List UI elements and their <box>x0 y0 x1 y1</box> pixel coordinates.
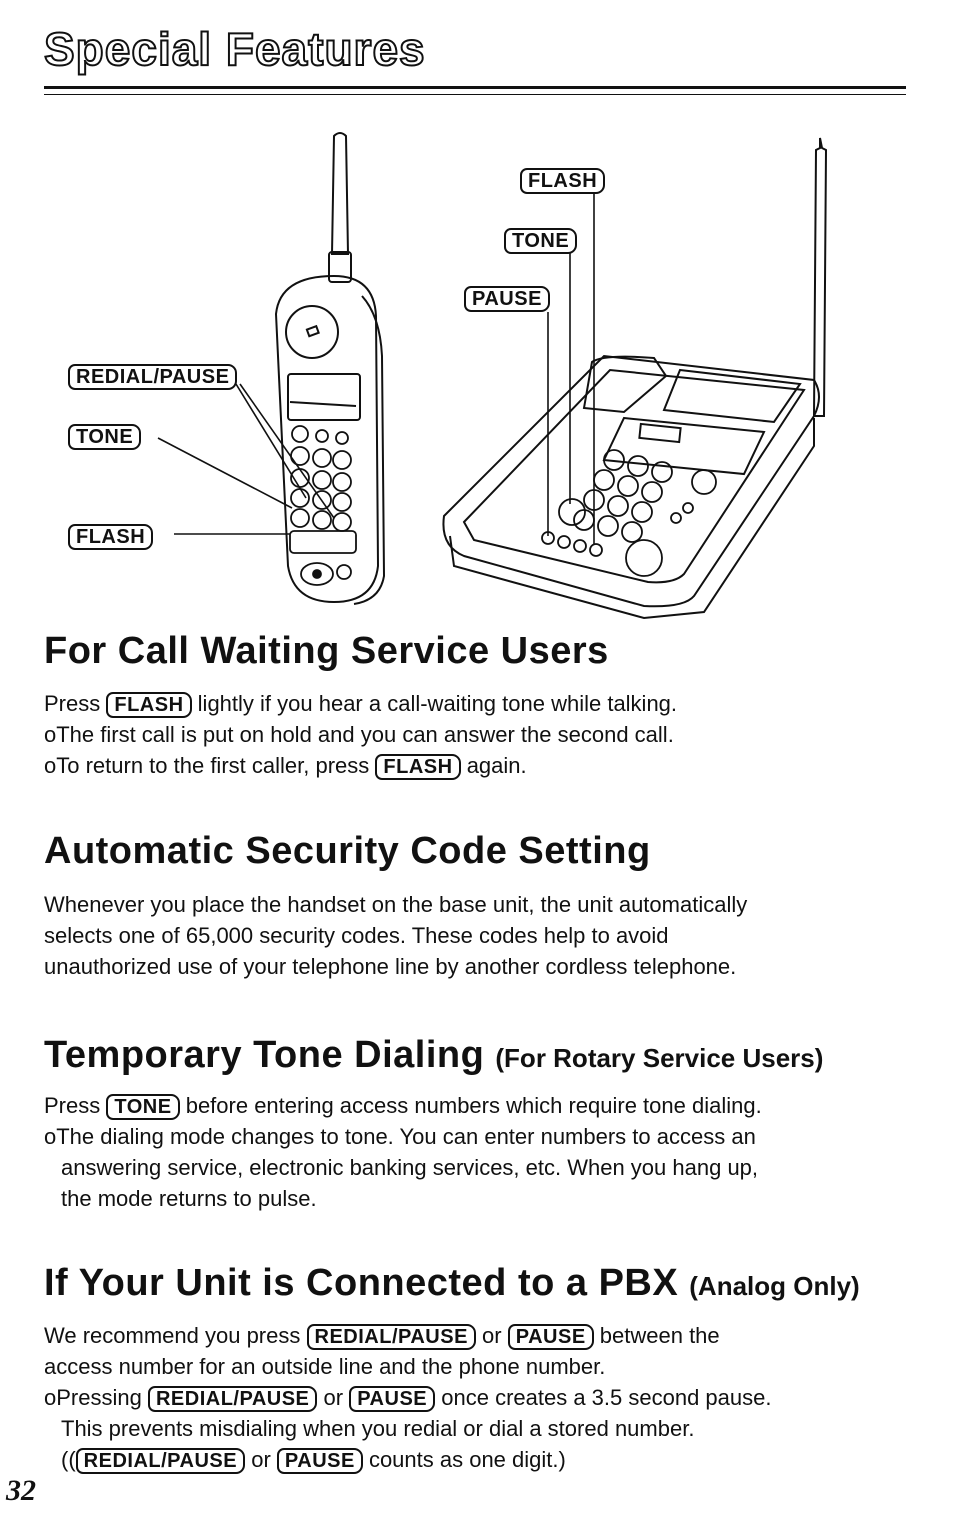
base-unit <box>442 137 828 620</box>
pbx-line-5: ((REDIAL/PAUSE or PAUSE counts as one di… <box>44 1444 914 1475</box>
handset-redial-pause-label: REDIAL/PAUSE <box>68 364 238 390</box>
text: (( <box>61 1447 76 1472</box>
title-rule <box>44 86 906 95</box>
tone-dialing-heading-sub: (For Rotary Service Users) <box>495 1043 824 1073</box>
tone-dialing-line-2: oThe dialing mode changes to tone. You c… <box>44 1124 756 1149</box>
security-line-2: selects one of 65,000 security codes. Th… <box>44 923 669 948</box>
text: before entering access numbers which req… <box>185 1093 762 1118</box>
tone-dialing-heading-main: Temporary Tone Dialing <box>44 1034 485 1076</box>
text: oPressing <box>44 1385 142 1410</box>
redial-pause-key: REDIAL/PAUSE <box>75 1448 246 1474</box>
redial-pause-key: REDIAL/PAUSE <box>147 1386 318 1412</box>
pause-key: PAUSE <box>276 1448 363 1474</box>
pbx-heading-main: If Your Unit is Connected to a PBX <box>44 1262 679 1304</box>
base-leader-lines <box>547 192 595 544</box>
call-waiting-line-2: oThe first call is put on hold and you c… <box>44 722 674 747</box>
call-waiting-body: Press FLASH lightly if you hear a call-w… <box>44 688 914 781</box>
redial-pause-key: REDIAL/PAUSE <box>306 1324 476 1350</box>
handset-leader-lines <box>157 383 335 535</box>
pbx-body: We recommend you press REDIAL/PAUSE or P… <box>44 1320 914 1475</box>
security-body: Whenever you place the handset on the ba… <box>44 889 914 982</box>
base-pause-label: PAUSE <box>464 286 550 312</box>
pbx-line-4: This prevents misdialing when you redial… <box>61 1416 695 1441</box>
text: once creates a 3.5 second pause. <box>441 1385 772 1410</box>
pbx-line-2: access number for an outside line and th… <box>44 1354 606 1379</box>
security-line-1: Whenever you place the handset on the ba… <box>44 892 748 917</box>
tone-dialing-line-1: Press TONE before entering access number… <box>44 1090 914 1121</box>
handset-tone-label: TONE <box>68 424 142 450</box>
tone-dialing-heading: Temporary Tone Dialing (For Rotary Servi… <box>44 1034 823 1077</box>
pbx-heading-sub: (Analog Only) <box>689 1271 860 1301</box>
tone-dialing-body: Press TONE before entering access number… <box>44 1090 914 1214</box>
pbx-heading: If Your Unit is Connected to a PBX (Anal… <box>44 1262 860 1305</box>
handset <box>274 132 386 605</box>
tone-key: TONE <box>106 1094 180 1120</box>
phone-drawing <box>157 132 828 620</box>
call-waiting-heading: For Call Waiting Service Users <box>44 630 609 672</box>
flash-key: FLASH <box>106 692 192 718</box>
text: oTo return to the first caller, press <box>44 753 370 778</box>
base-flash-label: FLASH <box>520 168 606 194</box>
page-number: 32 <box>6 1474 36 1507</box>
tone-dialing-line-3: answering service, electronic banking se… <box>61 1155 759 1180</box>
security-line-3: unauthorized use of your telephone line … <box>44 954 737 979</box>
pause-key: PAUSE <box>507 1324 594 1350</box>
text: Press <box>44 1093 101 1118</box>
handset-flash-label: FLASH <box>68 524 154 550</box>
tone-dialing-line-4: the mode returns to pulse. <box>61 1186 317 1211</box>
page-title: Special Features <box>43 22 426 76</box>
flash-key: FLASH <box>375 754 461 780</box>
text: again. <box>466 753 527 778</box>
pbx-line-1: We recommend you press REDIAL/PAUSE or P… <box>44 1320 914 1351</box>
call-waiting-line-1: Press FLASH lightly if you hear a call-w… <box>44 688 914 719</box>
text: We recommend you press <box>44 1323 301 1348</box>
pbx-line-3: oPressing REDIAL/PAUSE or PAUSE once cre… <box>44 1382 914 1413</box>
text: or <box>482 1323 502 1348</box>
text: lightly if you hear a call-waiting tone … <box>197 691 678 716</box>
pause-key: PAUSE <box>349 1386 436 1412</box>
base-tone-label: TONE <box>504 228 578 254</box>
text: Press <box>44 691 101 716</box>
call-waiting-line-3: oTo return to the first caller, press FL… <box>44 750 914 781</box>
text: counts as one digit.) <box>368 1447 566 1472</box>
text: or <box>323 1385 344 1410</box>
text: or <box>251 1447 271 1472</box>
text: between the <box>599 1323 720 1348</box>
security-heading: Automatic Security Code Setting <box>44 830 651 872</box>
phone-illustration: REDIAL/PAUSE TONE FLASH FLASH TONE PAUSE <box>44 126 910 626</box>
